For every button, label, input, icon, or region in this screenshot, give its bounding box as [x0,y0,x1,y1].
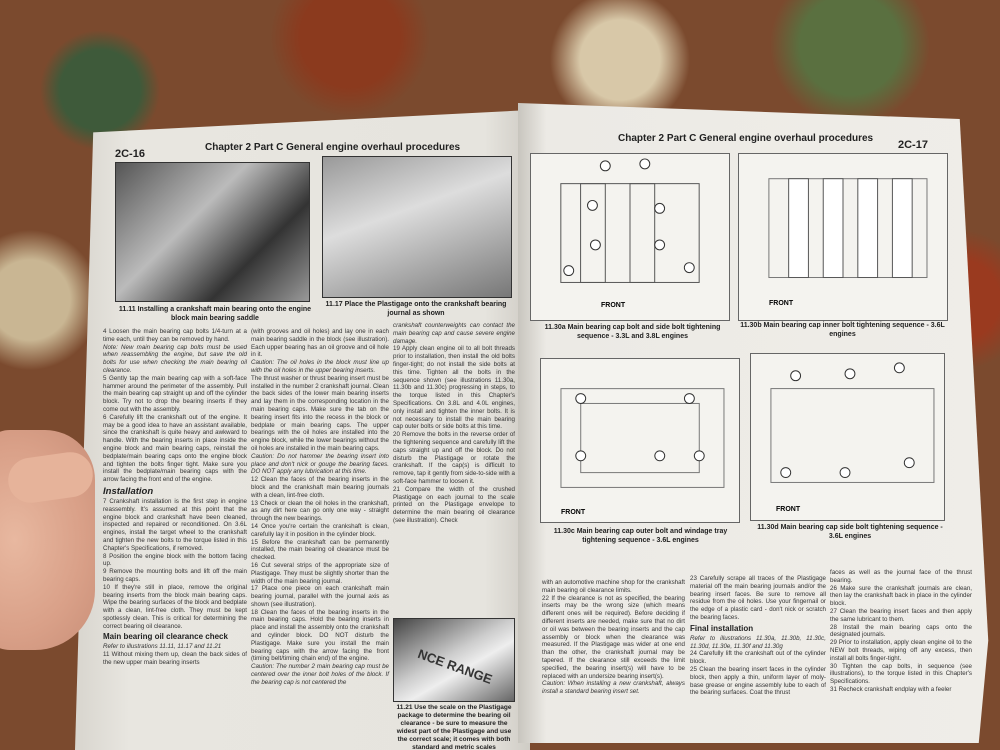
paragraph: 4 Loosen the main bearing cap bolts 1/4-… [103,328,247,343]
caution: Caution: The number 2 main bearing cap m… [251,663,389,686]
text-column-3: crankshaft counterweights can contact th… [393,322,515,525]
paragraph: 20 Remove the bolts in the reverse order… [393,431,515,485]
page-header: Chapter 2 Part C General engine overhaul… [205,142,461,153]
note: Note: New main bearing cap bolts must be… [103,343,247,374]
clearance-heading: Main bearing oil clearance check [103,632,228,642]
paragraph: 12 Clean the faces of the bearing insert… [251,476,389,499]
page-number: 2C-16 [115,148,145,160]
diagram-11-30d: FRONT [750,353,945,521]
reference: Refer to illustrations 11.30a, 11.30b, 1… [690,634,826,650]
caption-11-30c: 11.30c Main bearing cap outer bolt and w… [553,528,728,544]
paragraph: 8 Position the engine block with the bot… [103,552,247,568]
photo-plastigage-scale: NCE RANGE [393,618,515,702]
caution: Caution: The oil holes in the block must… [251,359,389,374]
caution: Caution: Do not hammer the bearing inser… [251,452,389,476]
paragraph: 22 If the clearance is not as specified,… [542,594,685,680]
paragraph: 7 Crankshaft installation is the first s… [103,497,247,552]
paragraph: 30 Tighten the cap bolts, in sequence (s… [830,662,972,686]
paragraph: 6 Carefully lift the crankshaft out of t… [103,413,247,484]
paragraph: 19 Apply clean engine oil to all bolt th… [393,345,515,431]
paragraph: 23 Carefully scrape all traces of the Pl… [690,575,826,621]
paragraph: 16 Cut several strips of the appropriate… [251,561,389,585]
photo-scale-text: NCE RANGE [415,646,495,687]
paragraph: 9 Remove the mounting bolts and lift off… [103,568,247,583]
paragraph: faces as well as the journal face of the… [830,569,972,584]
paragraph: 27 Clean the bearing insert faces and th… [830,607,972,623]
diagram-11-30b: FRONT [738,153,948,321]
photo-plastigage [322,156,512,298]
paragraph: 5 Gently tap the main bearing cap with a… [103,374,247,413]
caption-11-21: 11.21 Use the scale on the Plastigage pa… [396,704,512,750]
paragraph: 17 Place one piece on each crankshaft ma… [251,585,389,608]
paragraph: The thrust washer or thrust bearing inse… [251,374,389,452]
paragraph: 28 Install the main bearing caps onto th… [830,623,972,639]
paragraph: 26 Make sure the crankshaft journals are… [830,584,972,608]
paragraph: 14 Once you're certain the crankshaft is… [251,522,389,538]
text-column-3: faces as well as the journal face of the… [830,569,972,694]
caution: Caution: When installing a new crankshaf… [542,680,685,696]
paragraph: 24 Carefully lift the crankshaft out of … [690,650,826,666]
paragraph: 21 Compare the width of the crushed Plas… [393,485,515,524]
paragraph: crankshaft counterweights can contact th… [393,322,515,345]
text-column-2: (with grooves and oil holes) and lay one… [251,328,389,687]
caption-11-17: 11.17 Place the Plastigage onto the cran… [325,301,507,317]
paragraph: 10 If they're still in place, remove the… [103,583,247,630]
right-page: Chapter 2 Part C General engine overhaul… [518,103,989,743]
page-number: 2C-17 [898,139,928,151]
reference: Refer to illustrations 11.11, 11.17 and … [103,643,222,651]
text-column-1: with an automotive machine shop for the … [542,579,685,696]
front-label: FRONT [561,509,586,516]
paragraph: with an automotive machine shop for the … [542,579,685,594]
paragraph: 31 Recheck crankshaft endplay with a fee… [830,685,952,693]
paragraph: 13 Check or clean the oil holes in the c… [251,499,389,523]
caption-11-30a: 11.30a Main bearing cap bolt and side bo… [544,324,721,340]
installation-heading: Installation [103,485,154,497]
caption-11-30d: 11.30d Main bearing cap side bolt tighte… [757,524,943,540]
text-column-1: 4 Loosen the main bearing cap bolts 1/4-… [103,328,247,667]
front-label: FRONT [776,506,801,513]
page-header: Chapter 2 Part C General engine overhaul… [618,133,874,144]
front-label: FRONT [601,302,626,309]
paragraph: 29 Prior to installation, apply clean en… [830,639,972,662]
paragraph: 18 Clean the faces of the bearing insert… [251,608,389,663]
caption-11-30b: 11.30b Main bearing cap inner bolt tight… [740,322,945,338]
paragraph: (with grooves and oil holes) and lay one… [251,328,389,359]
diagram-11-30a: FRONT [530,153,730,321]
paragraph: 15 Before the crankshaft can be permanen… [251,538,389,562]
final-installation-heading: Final installation [690,623,754,633]
paragraph: 11 Without mixing them up, clean the bac… [103,651,247,667]
paragraph: 25 Clean the bearing insert faces in the… [690,665,826,697]
text-column-2: 23 Carefully scrape all traces of the Pl… [690,575,826,697]
front-label: FRONT [769,300,794,307]
left-page: 2C-16 Chapter 2 Part C General engine ov… [75,110,530,750]
photo-bearing-install [115,162,310,302]
caption-11-11: 11.11 Installing a crankshaft main beari… [118,306,312,322]
diagram-11-30c: FRONT [540,358,740,523]
